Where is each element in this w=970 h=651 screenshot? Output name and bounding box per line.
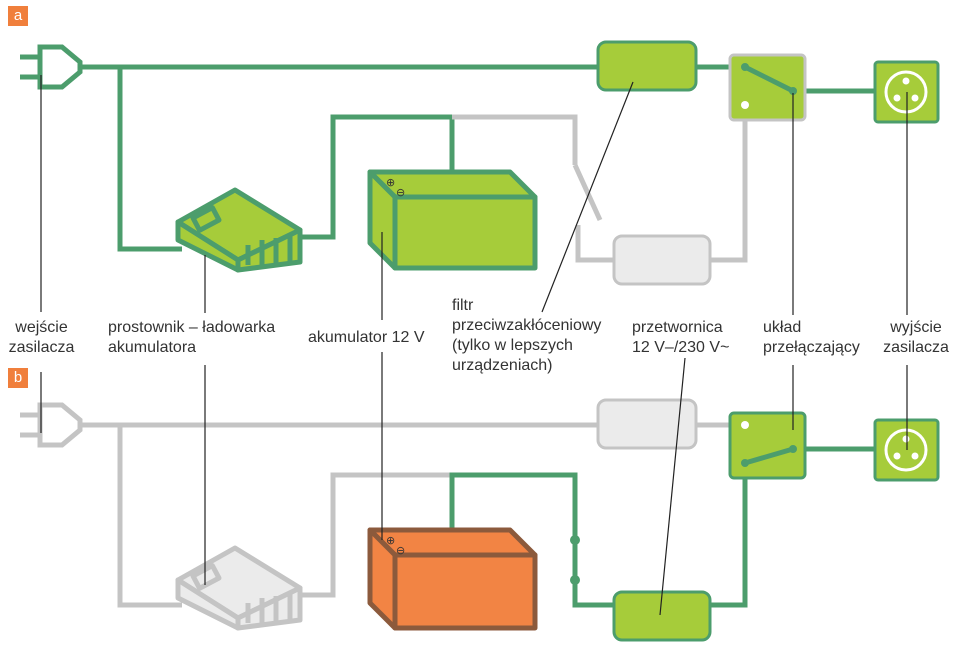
wire-to-charger [117, 67, 182, 252]
wire-inverter-out [710, 105, 748, 263]
plug-icon [20, 44, 83, 90]
svg-text:⊖: ⊖ [396, 544, 405, 557]
svg-text:⊖: ⊖ [396, 186, 405, 199]
battery-icon: ⊕ ⊖ [367, 527, 538, 631]
wire-charger-battery-b [300, 472, 452, 598]
panel-a-badge: a [8, 6, 28, 26]
label-charger: prostownik – ładowarka akumulatora [108, 319, 276, 356]
leader-lines [40, 75, 908, 616]
charger-icon [175, 545, 303, 631]
wire-battery-inverter [452, 114, 578, 165]
label-filter: filtr przeciwzakłóceniowy (tylko w lepsz… [452, 297, 602, 374]
svg-text:⊕: ⊕ [386, 176, 395, 189]
leader-filter [541, 81, 634, 313]
battery-icon: ⊕ ⊖ [367, 169, 538, 271]
leader-inverter [659, 357, 686, 616]
label-input: wejście zasilacza [8, 319, 75, 356]
junction-dot [570, 535, 580, 545]
wire-battery-switch-contact [572, 163, 603, 222]
junction-dot [570, 575, 580, 585]
label-inverter: przetwornica 12 V–/230 V~ [632, 319, 730, 356]
label-battery: akumulator 12 V [308, 329, 425, 346]
label-output: wyjście zasilacza [883, 319, 949, 356]
panel-b-badge: b [8, 368, 28, 388]
charger-icon [175, 187, 303, 273]
panel-b-wires [80, 422, 875, 608]
inverter-icon [612, 234, 712, 286]
panel-a: ⊕ ⊖ [20, 40, 940, 286]
plug-icon [20, 402, 83, 448]
wire-inverter-in [575, 225, 614, 263]
panel-b: ⊕ ⊖ [20, 398, 940, 642]
wire-battery-inverter-b [449, 472, 614, 608]
panel-a-wires [80, 64, 875, 263]
filter-icon [596, 40, 698, 92]
wire-inverter-switch-b [710, 463, 748, 608]
switch-icon [728, 411, 807, 480]
switch-icon [728, 53, 807, 122]
svg-text:⊕: ⊕ [386, 534, 395, 547]
filter-icon [596, 398, 698, 450]
label-switch: układ przełączający [763, 319, 860, 356]
wire-charger-battery [300, 114, 455, 240]
wire-to-charger-b [117, 425, 182, 608]
